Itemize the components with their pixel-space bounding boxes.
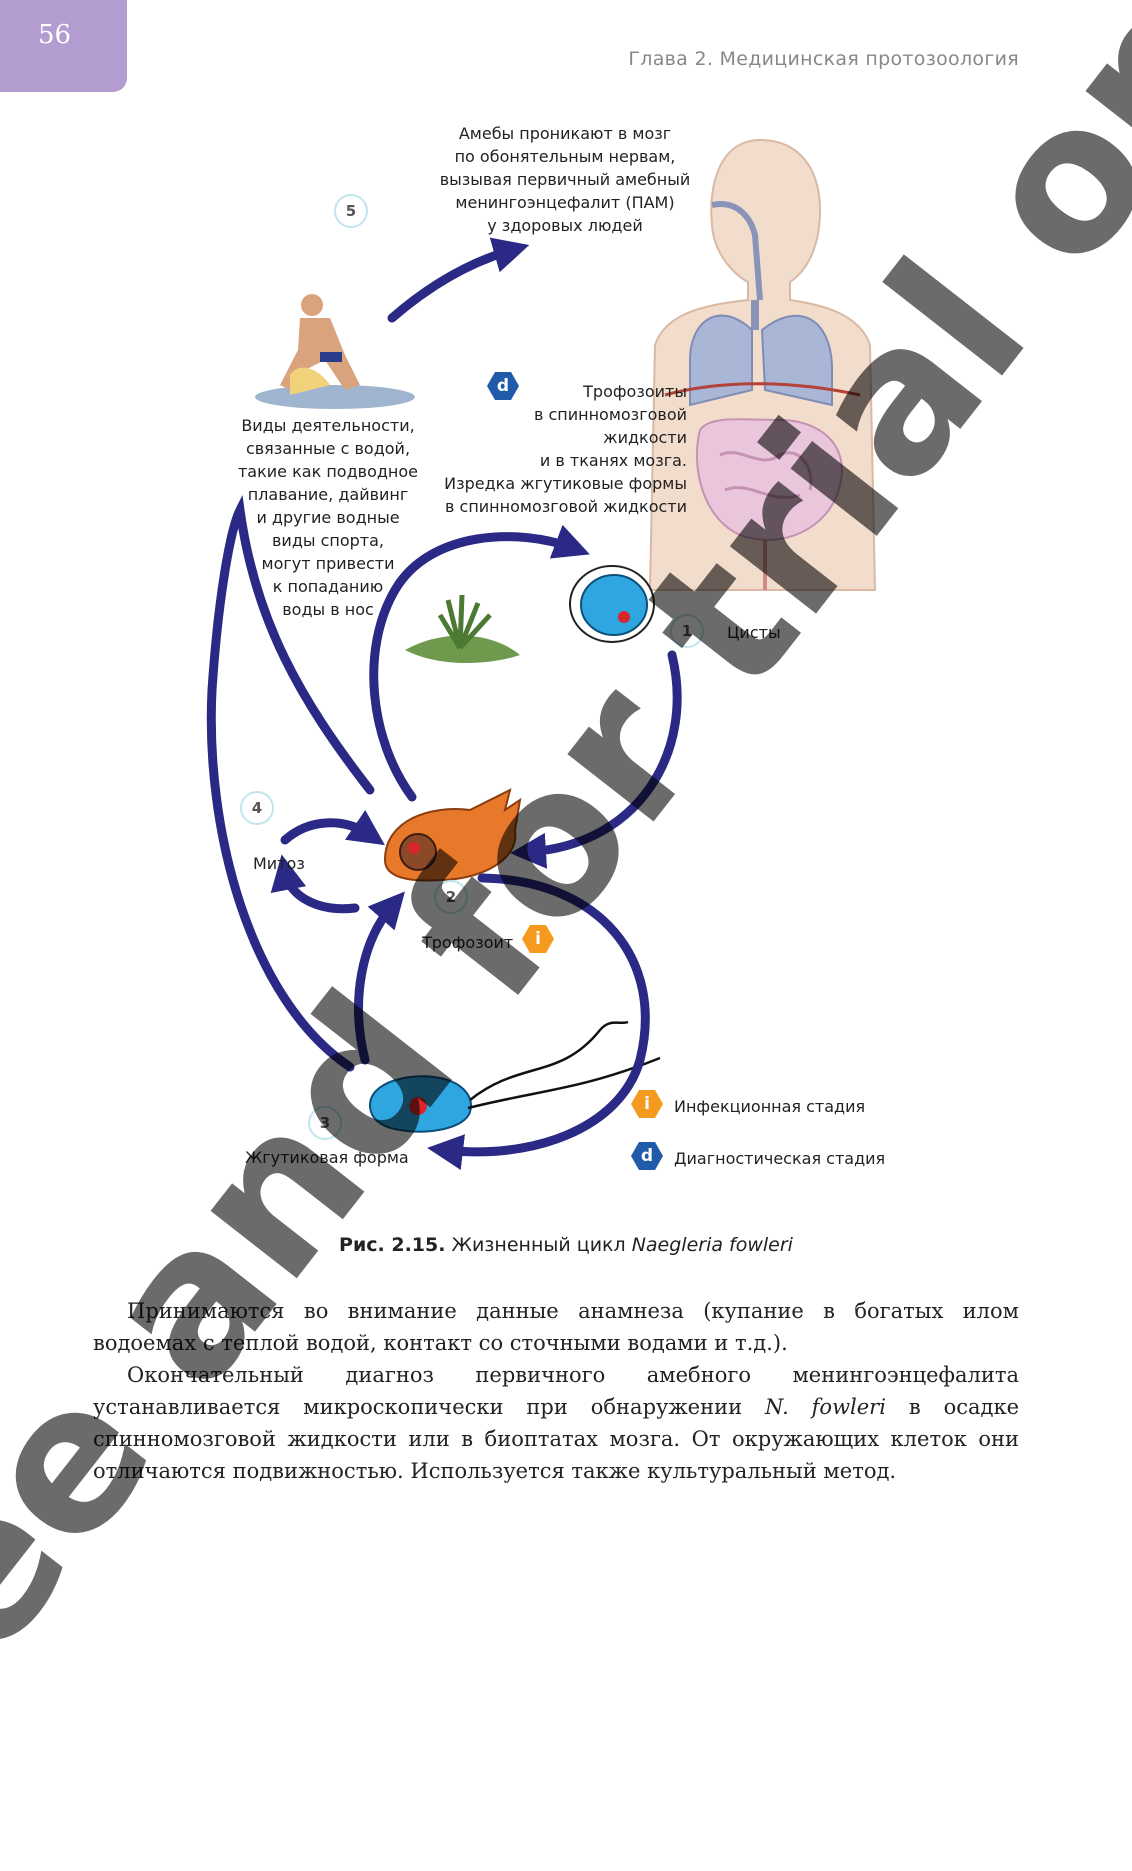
text-line: такие как подводное <box>237 462 419 481</box>
life-cycle-diagram <box>206 138 877 1170</box>
diagnostic-note: Трофозоиты в спинномозговой жидкости и в… <box>430 380 687 518</box>
text-line: Виды деятельности, <box>241 416 415 435</box>
text-line: в спинномозговой <box>533 405 687 424</box>
caption-text: Жизненный цикл <box>445 1234 632 1256</box>
paragraph-2-species: N. fowleri <box>765 1395 886 1419</box>
text-line: по обонятельным нервам, <box>454 147 676 166</box>
text-line: могут привести <box>261 554 395 573</box>
text-line: у здоровых людей <box>487 216 643 235</box>
stage-2-number: 2 <box>434 880 468 914</box>
page-number-tab: 56 <box>0 0 127 92</box>
stage-1-number: 1 <box>670 614 704 648</box>
caption-prefix: Рис. 2.15. <box>339 1234 446 1256</box>
text-line: связанные с водой, <box>245 439 411 458</box>
stage-3-label: Жгутиковая форма <box>245 1148 409 1167</box>
text-line: виды спорта, <box>271 531 385 550</box>
cyst-illustration <box>569 565 655 643</box>
text-line: Амебы проникают в мозг <box>458 124 672 143</box>
trophozoite-illustration <box>383 788 522 882</box>
text-line: жидкости <box>603 428 687 447</box>
text-line: Изредка жгутиковые формы <box>444 474 687 493</box>
text-line: воды в нос <box>282 600 374 619</box>
text-line: плавание, дайвинг <box>247 485 409 504</box>
stage-2-label: Трофозоит <box>422 933 514 952</box>
stage-5-description: Амебы проникают в мозг по обонятельным н… <box>420 122 710 237</box>
stage-4-number: 4 <box>240 791 274 825</box>
flagellate-illustration <box>368 1020 661 1133</box>
text-line: менингоэнцефалит (ПАМ) <box>455 193 675 212</box>
stage-5-number: 5 <box>334 194 368 228</box>
paragraph-2-part-b: в осадке спинномозговой жидкости или в б… <box>93 1395 1020 1483</box>
body-text: Принимаются во внимание данные анамнеза … <box>93 1295 1019 1487</box>
water-activity-note: Виды деятельности, связанные с водой, та… <box>228 414 428 621</box>
running-head: Глава 2. Медицинская протозоология <box>628 48 1019 70</box>
swimmer-illustration <box>255 294 415 409</box>
stage-1-label: Цисты <box>727 623 781 642</box>
text-line: вызывая первичный амебный <box>439 170 691 189</box>
paragraph-2-part-a: Окончательный диагноз первичного амебног… <box>93 1363 1019 1419</box>
figure-caption: Рис. 2.15. Жизненный цикл Naegleria fowl… <box>0 1234 1132 1256</box>
cycle-arrows <box>206 237 682 1170</box>
caption-species: Naegleria fowleri <box>631 1234 793 1256</box>
paragraph-1: Принимаются во внимание данные анамнеза … <box>93 1299 1019 1355</box>
text-line: к попаданию <box>272 577 384 596</box>
stage-4-label: Митоз <box>253 854 305 873</box>
paragraph-2: Окончательный диагноз первичного амебног… <box>93 1359 1019 1487</box>
text-line: и в тканях мозга. <box>539 451 687 470</box>
page-number: 56 <box>38 20 72 50</box>
text-line: в спинномозговой жидкости <box>445 497 687 516</box>
text-line: и другие водные <box>256 508 400 527</box>
stage-3-number: 3 <box>308 1106 342 1140</box>
legend-infective-label: Инфекционная стадия <box>674 1097 866 1116</box>
text-line: Трофозоиты <box>583 382 687 401</box>
plant-illustration <box>405 594 520 664</box>
human-body-illustration <box>648 138 877 591</box>
legend-diagnostic-label: Диагностическая стадия <box>674 1149 886 1168</box>
